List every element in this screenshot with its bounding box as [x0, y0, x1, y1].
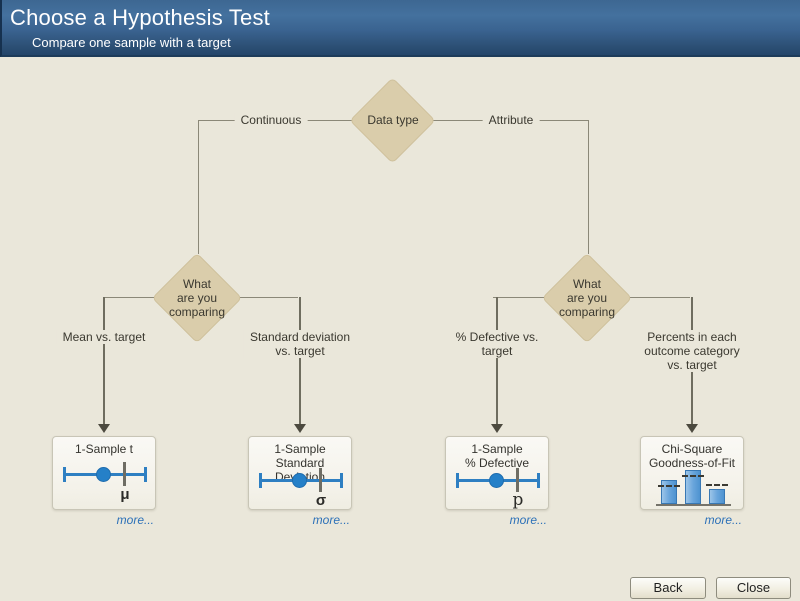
branch-label-mean: Mean vs. target: [56, 330, 152, 344]
more-link-1-sample-t[interactable]: more...: [116, 513, 154, 527]
branch-label-percents: Percents in each outcome category vs. ta…: [638, 330, 746, 372]
more-link-chi-square-gof[interactable]: more...: [704, 513, 742, 527]
p-symbol: p: [512, 490, 524, 510]
card-title-text: % Defective: [464, 456, 530, 470]
target-tick-icon: [123, 462, 126, 486]
card-title: 1-Sample t: [53, 442, 155, 456]
diamond-label-text: comparing: [168, 305, 226, 319]
branch-label-text: Attribute: [488, 113, 534, 127]
mu-symbol: μ: [120, 486, 130, 503]
target-dash-icon: [682, 475, 704, 477]
page-title: Choose a Hypothesis Test: [10, 5, 270, 30]
more-link-1-sample-pct-defective[interactable]: more...: [509, 513, 547, 527]
branch-label-stdev: Standard deviation vs. target: [243, 330, 357, 358]
branch-label-text: Standard deviation: [249, 330, 351, 344]
more-link-1-sample-stdev[interactable]: more...: [312, 513, 350, 527]
branch-label-text: Percents in each: [647, 330, 737, 344]
card-title-text: Chi-Square: [661, 442, 723, 456]
sample-point-icon: [292, 473, 307, 488]
arrow-down-icon: [491, 424, 503, 433]
diamond-label-text: are you: [566, 291, 608, 305]
arrow-down-icon: [686, 424, 698, 433]
arrow-stem-stdev: [299, 297, 301, 424]
branch-label-text: vs. target: [275, 344, 325, 358]
diamond-label-data-type: Data type: [367, 113, 418, 127]
header-banner: Choose a Hypothesis Test Compare one sam…: [0, 0, 800, 57]
target-tick-icon: [516, 468, 519, 492]
branch-label-continuous: Continuous: [234, 113, 308, 127]
card-title-text: 1-Sample: [471, 442, 523, 456]
target-tick-icon: [319, 468, 322, 492]
sample-point-icon: [489, 473, 504, 488]
branch-label-text: Continuous: [240, 113, 302, 127]
sample-point-icon: [96, 467, 111, 482]
connector-right-down: [588, 120, 589, 254]
interval-plot-icon: σ: [249, 467, 353, 515]
card-title: 1-Sample % Defective: [446, 442, 548, 470]
branch-label-text: target: [481, 344, 513, 358]
diamond-label-comparing-right: What are you comparing: [559, 277, 615, 319]
card-1-sample-stdev[interactable]: 1-Sample Standard Deviation σ: [248, 436, 352, 510]
sigma-symbol: σ: [315, 492, 327, 509]
card-title: Chi-Square Goodness-of-Fit: [641, 442, 743, 470]
diamond-label-text: What: [572, 277, 601, 291]
branch-label-text: % Defective vs.: [455, 330, 539, 344]
card-title-text: Goodness-of-Fit: [648, 456, 736, 470]
card-1-sample-t[interactable]: 1-Sample t μ: [52, 436, 156, 510]
close-button[interactable]: Close: [716, 577, 791, 599]
baseline-icon: [656, 504, 731, 506]
bar-icon: [709, 489, 725, 504]
branch-label-text: vs. target: [667, 358, 717, 372]
diamond-label-comparing-left: What are you comparing: [169, 277, 225, 319]
diamond-label-text: What: [182, 277, 211, 291]
card-title-text: 1-Sample: [274, 442, 326, 456]
target-dash-icon: [658, 485, 680, 487]
arrow-stem-pct-defective: [496, 297, 498, 424]
branch-label-text: outcome category: [644, 344, 740, 358]
arrow-stem-mean: [103, 297, 105, 424]
card-chi-square-gof[interactable]: Chi-Square Goodness-of-Fit: [640, 436, 744, 510]
arrow-down-icon: [294, 424, 306, 433]
card-title-text: 1-Sample t: [74, 442, 134, 456]
diamond-label-text: Data type: [367, 113, 419, 127]
branch-label-pct-defective: % Defective vs. target: [449, 330, 545, 358]
target-dash-icon: [706, 484, 728, 486]
card-1-sample-pct-defective[interactable]: 1-Sample % Defective p: [445, 436, 549, 510]
back-button[interactable]: Back: [630, 577, 706, 599]
branch-label-text: Mean vs. target: [62, 330, 146, 344]
bar-icon: [661, 480, 677, 504]
arrow-down-icon: [98, 424, 110, 433]
page-subtitle: Compare one sample with a target: [32, 35, 231, 50]
diamond-label-text: comparing: [558, 305, 616, 319]
diamond-label-text: are you: [176, 291, 218, 305]
interval-plot-icon: p: [446, 467, 550, 515]
bar-icon: [685, 470, 701, 504]
connector-left-down: [198, 120, 199, 254]
interval-plot-icon: μ: [53, 461, 157, 509]
branch-label-attribute: Attribute: [482, 113, 540, 127]
